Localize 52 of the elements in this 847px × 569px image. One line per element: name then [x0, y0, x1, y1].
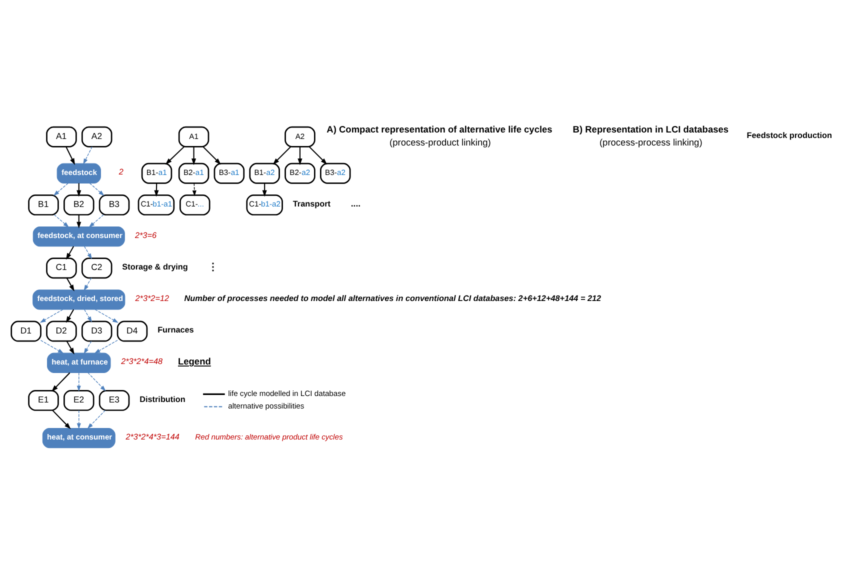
node-box: E3 [98, 389, 130, 410]
arrow [53, 214, 68, 227]
arrow [191, 146, 196, 165]
arrow [40, 339, 64, 354]
arrow [83, 340, 92, 354]
arrow [192, 182, 196, 196]
node-box: C2 [80, 257, 112, 278]
node-box: C1 [46, 257, 76, 278]
node-box: E1 [28, 389, 58, 410]
node-box: B3 [98, 194, 130, 215]
arrow [66, 277, 74, 291]
arrow [272, 146, 291, 164]
arrow [65, 146, 74, 164]
label: .... [350, 198, 360, 208]
arrow [39, 308, 63, 322]
node-box: A2 [80, 126, 112, 147]
node-box: A1 [46, 126, 76, 147]
node-box: E2 [63, 389, 94, 410]
label: B) Representation in LCI databases [572, 124, 728, 134]
arrow [202, 146, 220, 164]
label: ⋮ [208, 261, 218, 272]
arrow [94, 339, 118, 353]
arrow [65, 308, 74, 322]
arrow [308, 146, 327, 164]
arrow [65, 246, 74, 260]
node-box: D2 [46, 320, 76, 342]
node-box: D3 [80, 320, 112, 342]
node-box: D4 [116, 320, 148, 342]
arrow [76, 372, 80, 391]
arrow [76, 410, 80, 429]
label: (process-product linking) [389, 136, 490, 147]
arrow [52, 410, 70, 429]
arrow [88, 214, 104, 227]
arrow [83, 277, 92, 290]
arrow [84, 246, 92, 259]
arrow [52, 182, 68, 196]
arrow [164, 146, 184, 164]
arrow [297, 146, 302, 165]
node-box: B2 [63, 194, 94, 215]
label: Legend [178, 356, 210, 366]
arrow [84, 308, 92, 322]
arrow [51, 372, 70, 392]
label: (process-process linking) [598, 136, 702, 147]
arrow [88, 182, 104, 196]
arrow [86, 410, 106, 428]
arrow [87, 372, 106, 391]
arrow [94, 308, 118, 322]
label: A) Compact representation of alternative life cycles [326, 124, 552, 134]
node-box: D1 [10, 320, 41, 342]
arrow [66, 340, 74, 354]
arrow [82, 146, 92, 164]
node-box: B1 [28, 194, 58, 215]
